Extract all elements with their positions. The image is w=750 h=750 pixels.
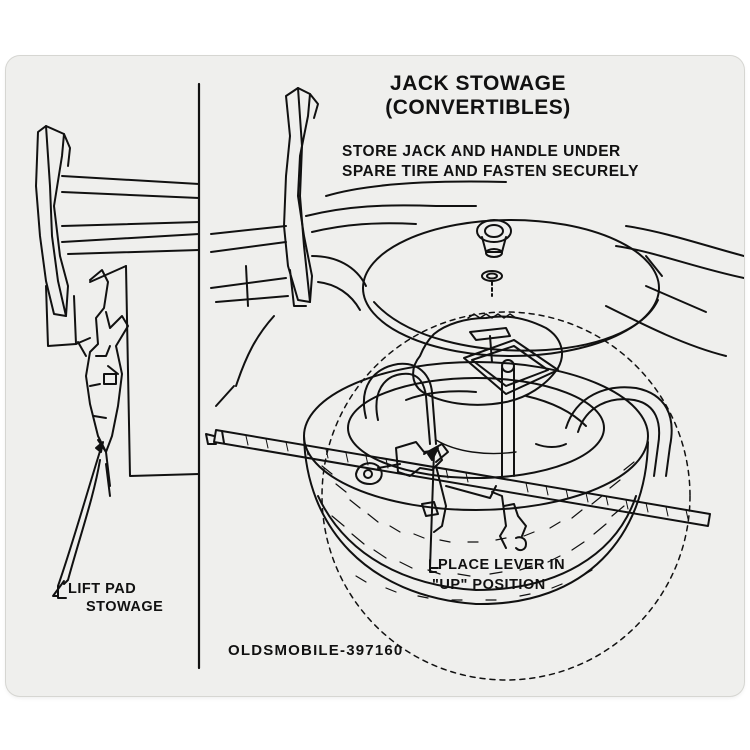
instruction-line1: STORE JACK AND HANDLE UNDER — [342, 143, 621, 160]
wing-nut-and-washer — [476, 219, 512, 297]
decal-title-line1: JACK STOWAGE — [390, 72, 566, 95]
tire-cover-disc — [362, 219, 663, 357]
left-seat-latch-drawing — [35, 125, 200, 585]
right-seat-latch-drawing — [210, 87, 744, 407]
lever-callout-line1: PLACE LEVER IN — [438, 557, 566, 573]
jack-screw-bar — [205, 429, 711, 527]
lift-pad-callout-line1: LIFT PAD — [68, 581, 137, 597]
jack-dashed-outline — [321, 311, 691, 681]
decal-title-line2: (CONVERTIBLES) — [385, 96, 571, 119]
lift-pad-callout-line2: STOWAGE — [86, 599, 164, 615]
instruction-line2: SPARE TIRE AND FASTEN SECURELY — [342, 163, 639, 180]
lift-pad-leader-line — [52, 580, 65, 597]
jack-clamp-straps — [362, 362, 673, 477]
spare-tire — [303, 361, 649, 606]
lever-callout-line2: "UP" POSITION — [432, 577, 546, 593]
jack-stowage-decal: JACK STOWAGE (CONVERTIBLES) STORE JACK A… — [6, 56, 744, 696]
jack-lever-mechanism — [355, 441, 527, 552]
part-number: OLDSMOBILE-397160 — [228, 642, 404, 659]
decal-illustration — [35, 82, 744, 681]
